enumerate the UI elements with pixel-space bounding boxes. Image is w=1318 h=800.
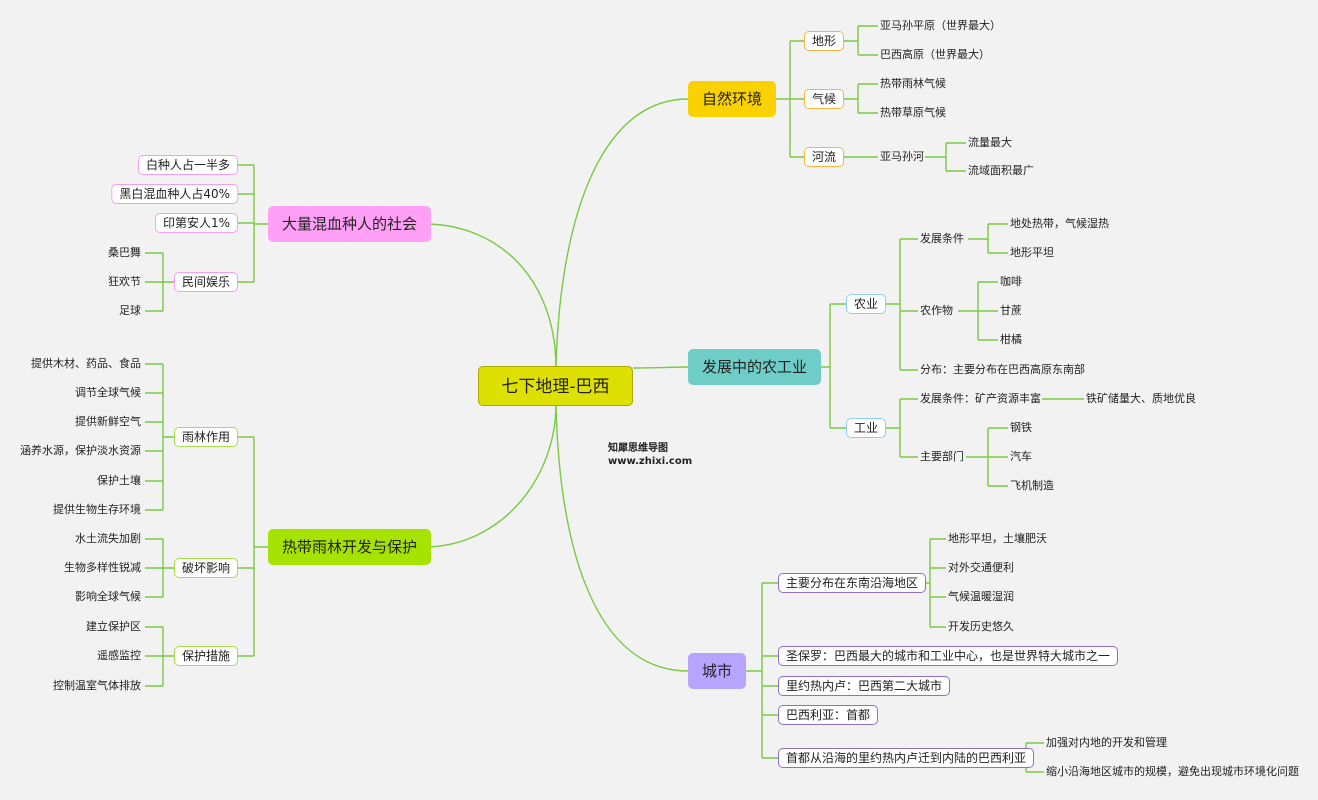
link-economy-sub [815, 303, 846, 429]
rainforest-role[interactable]: 雨林作用 [173, 427, 238, 447]
branch-rainforest[interactable]: 热带雨林开发与保护 [268, 529, 432, 565]
city-brasilia[interactable]: 巴西利亚：首都 [778, 705, 879, 725]
city-rio[interactable]: 里约热内卢：巴西第二大城市 [778, 676, 951, 696]
watermark-url: www.zhixi.com [608, 456, 693, 467]
city-dist-item: 地形平坦，土壤肥沃 [948, 532, 1047, 545]
watermark-title: 知犀思维导图 [608, 443, 668, 454]
sector-item: 汽车 [1010, 450, 1032, 463]
rainforest-damage[interactable]: 破坏影响 [173, 558, 238, 578]
crop-item: 柑橘 [1000, 333, 1022, 346]
climate-item: 热带雨林气候 [880, 77, 946, 90]
protection-item: 遥感监控 [97, 649, 141, 662]
link-river [842, 142, 966, 172]
river-item: 流量最大 [968, 136, 1012, 149]
society-item[interactable]: 白种人占一半多 [137, 155, 238, 175]
link-ind-sectors [966, 427, 1008, 487]
industry-conditions-detail: 铁矿储量大、质地优良 [1086, 392, 1196, 405]
nature-climate[interactable]: 气候 [804, 89, 845, 109]
agri-crops: 农作物 [920, 304, 953, 317]
link-rain-damage [145, 538, 179, 598]
city-saopaulo[interactable]: 圣保罗：巴西最大的城市和工业中心，也是世界特大城市之一 [778, 646, 1119, 666]
role-item: 涵养水源，保护淡水资源 [20, 444, 141, 457]
link-root-nature [555, 98, 689, 367]
link-agri-cond [968, 223, 1008, 254]
watermark: 知犀思维导图 www.zhixi.com [608, 442, 692, 468]
society-item[interactable]: 黑白混血种人占40% [111, 184, 238, 204]
link-root-city [555, 405, 689, 672]
nature-river[interactable]: 河流 [804, 147, 845, 167]
role-item: 调节全球气候 [75, 386, 141, 399]
entertainment-item: 足球 [119, 304, 141, 317]
river-name: 亚马孙河 [880, 150, 924, 163]
agri-distribution: 分布：主要分布在巴西高原东南部 [920, 363, 1085, 376]
link-agri [884, 238, 918, 371]
sector-item: 钢铁 [1010, 421, 1032, 434]
protection-item: 控制温室气体排放 [53, 679, 141, 692]
role-item: 提供新鲜空气 [75, 415, 141, 428]
branch-society[interactable]: 大量混血种人的社会 [268, 206, 432, 242]
root-node[interactable]: 七下地理-巴西 [478, 366, 633, 406]
branch-city[interactable]: 城市 [688, 653, 747, 689]
city-distribution[interactable]: 主要分布在东南沿海地区 [778, 573, 927, 593]
link-agri-crops [958, 281, 998, 341]
climate-item: 热带草原气候 [880, 106, 946, 119]
link-root-economy [632, 366, 689, 369]
branch-nature[interactable]: 自然环境 [688, 81, 777, 117]
link-society-sub [238, 164, 268, 283]
entertainment-item: 桑巴舞 [108, 246, 141, 259]
economy-industry[interactable]: 工业 [846, 418, 887, 438]
terrain-item: 巴西高原（世界最大） [880, 48, 990, 61]
damage-item: 影响全球气候 [75, 590, 141, 603]
capital-move-item: 加强对内地的开发和管理 [1046, 736, 1167, 749]
branch-economy[interactable]: 发展中的农工业 [688, 349, 822, 385]
role-item: 提供生物生存环境 [53, 503, 141, 516]
city-dist-item: 气候温暖湿润 [948, 590, 1014, 603]
terrain-item: 亚马孙平原（世界最大） [880, 19, 1001, 32]
city-dist-item: 对外交通便利 [948, 561, 1014, 574]
agri-condition-item: 地处热带，气候湿热 [1010, 217, 1109, 230]
role-item: 提供木材、药品、食品 [31, 357, 141, 370]
society-item[interactable]: 印第安人1% [154, 213, 238, 233]
crop-item: 咖啡 [1000, 275, 1022, 288]
agri-conditions: 发展条件 [920, 232, 964, 245]
crop-item: 甘蔗 [1000, 304, 1022, 317]
link-root-society [423, 223, 557, 367]
city-capital-move[interactable]: 首都从沿海的里约热内卢迁到内陆的巴西利亚 [778, 748, 1035, 768]
economy-agriculture[interactable]: 农业 [846, 294, 887, 314]
society-entertainment[interactable]: 民间娱乐 [173, 272, 238, 292]
link-climate [842, 83, 878, 114]
link-rain-protect [145, 626, 179, 687]
link-rain-role [145, 363, 179, 511]
industry-conditions: 发展条件：矿产资源丰富 [920, 392, 1041, 405]
link-rain-sub [238, 436, 268, 657]
industry-sectors: 主要部门 [920, 450, 964, 463]
entertainment-item: 狂欢节 [108, 275, 141, 288]
capital-move-item: 缩小沿海地区城市的规模，避免出现城市环境化问题 [1046, 765, 1299, 778]
nature-terrain[interactable]: 地形 [804, 31, 845, 51]
link-root-rainforest [423, 405, 557, 548]
link-nature-sub [773, 40, 804, 158]
protection-item: 建立保护区 [86, 620, 141, 633]
agri-condition-item: 地形平坦 [1010, 246, 1054, 259]
damage-item: 水土流失加剧 [75, 532, 141, 545]
link-terrain [842, 25, 878, 56]
role-item: 保护土壤 [97, 474, 141, 487]
river-item: 流域面积最广 [968, 164, 1034, 177]
link-industry [884, 398, 918, 458]
city-dist-item: 开发历史悠久 [948, 620, 1014, 633]
sector-item: 飞机制造 [1010, 479, 1054, 492]
rainforest-protection[interactable]: 保护措施 [173, 646, 238, 666]
link-entertain [145, 252, 179, 312]
damage-item: 生物多样性锐减 [64, 561, 141, 574]
